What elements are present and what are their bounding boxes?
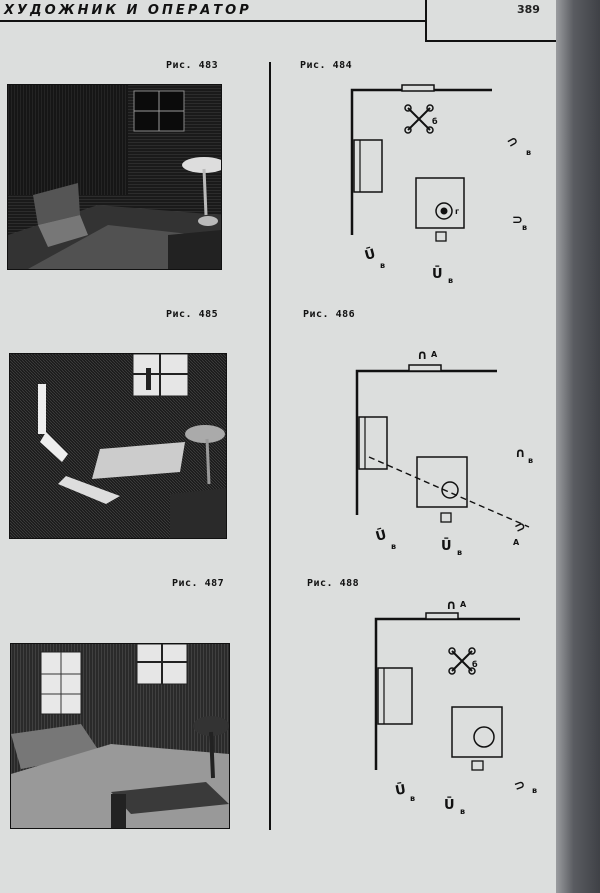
fig-486-floor-plan: ∩ А ⊃ А ∩ в Ū в Ū в xyxy=(345,345,555,560)
svg-text:в: в xyxy=(457,548,462,557)
running-title: ХУДОЖНИК И ОПЕРАТОР xyxy=(4,3,252,18)
camera-symbol-icon: Ū xyxy=(444,797,455,813)
camera-symbol-icon: Ū xyxy=(432,266,443,282)
camera-symbol-icon: ⊃ xyxy=(505,133,522,151)
fig-488-floor-plan: ∩ А б ⊃ в Ū в Ū в xyxy=(360,595,556,820)
book-page: ХУДОЖНИК И ОПЕРАТОР 389 Рис. 483 Рис. 48… xyxy=(0,0,556,893)
svg-text:А: А xyxy=(431,350,438,359)
label-b: б xyxy=(432,116,438,126)
fig-485-illustration xyxy=(9,353,227,539)
caption-fig-484: Рис. 484 xyxy=(300,60,353,71)
camera-symbol-icon: Ū xyxy=(374,527,388,545)
svg-text:в: в xyxy=(522,223,527,232)
svg-text:в: в xyxy=(528,456,533,465)
svg-text:в: в xyxy=(380,261,385,270)
svg-text:в: в xyxy=(526,148,531,157)
camera-symbol-icon: ⊃ xyxy=(512,518,528,536)
camera-symbol-icon: ∩ xyxy=(515,446,526,461)
header-rule xyxy=(0,20,427,22)
fig-487-illustration xyxy=(10,643,230,829)
caption-fig-487: Рис. 487 xyxy=(172,578,225,589)
svg-text:б: б xyxy=(472,659,478,669)
camera-symbol-icon: ∩ xyxy=(417,348,428,363)
column-divider xyxy=(269,62,271,830)
page-edge-shadow xyxy=(556,0,600,893)
camera-symbol-icon: ⊃ xyxy=(512,777,527,795)
page-number: 389 xyxy=(517,3,540,16)
fig-484-floor-plan: б г ⊃ в ⊃ в Ū в Ū в xyxy=(340,80,555,290)
fig-483-illustration xyxy=(7,84,222,270)
svg-text:А: А xyxy=(513,538,520,547)
svg-text:в: в xyxy=(532,786,537,795)
svg-text:в: в xyxy=(448,276,453,285)
label-g: г xyxy=(455,207,459,216)
svg-text:в: в xyxy=(460,807,465,816)
svg-text:в: в xyxy=(391,542,396,551)
header-rule-vertical xyxy=(425,0,427,42)
caption-fig-483: Рис. 483 xyxy=(166,60,219,71)
camera-symbol-icon: ∩ xyxy=(446,598,457,613)
svg-text:в: в xyxy=(410,794,415,803)
svg-text:А: А xyxy=(460,600,467,609)
caption-fig-485: Рис. 485 xyxy=(166,309,219,320)
camera-symbol-icon: ⊃ xyxy=(512,213,523,228)
caption-fig-486: Рис. 486 xyxy=(303,309,356,320)
camera-symbol-icon: Ū xyxy=(363,246,377,264)
header-rule-right xyxy=(425,40,556,42)
caption-fig-488: Рис. 488 xyxy=(307,578,360,589)
camera-symbol-icon: Ū xyxy=(394,781,407,799)
camera-symbol-icon: Ū xyxy=(441,538,452,554)
